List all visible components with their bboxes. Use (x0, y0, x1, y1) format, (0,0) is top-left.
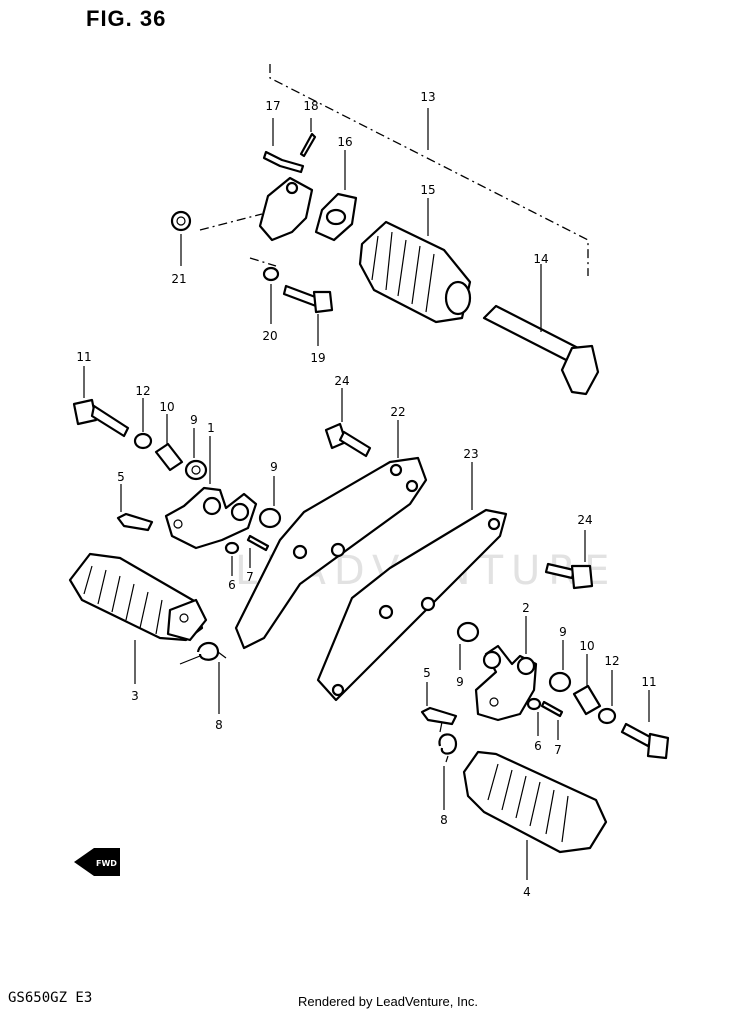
callout-1: 1 (207, 421, 215, 435)
part-21-nut (170, 210, 192, 266)
callout-20: 20 (262, 329, 277, 343)
callout-10-left: 10 (159, 400, 174, 414)
part-7-cotter-pin-right (540, 700, 564, 740)
callout-11-left: 11 (76, 350, 91, 364)
part-8-spring-right (438, 721, 458, 810)
part-17-pin (262, 118, 305, 174)
part-11-bolt-right (620, 690, 670, 760)
callout-7-right: 7 (554, 743, 562, 757)
part-9-spacer-right-lower (548, 640, 572, 693)
callout-5-right: 5 (423, 666, 431, 680)
callout-24-lower: 24 (577, 513, 592, 527)
part-15-rear-footpeg-rubber (358, 198, 472, 324)
part-24-bolt-upper (324, 388, 372, 458)
part-10-bushing-left (154, 414, 184, 472)
part-11-bolt-left (72, 366, 130, 438)
part-6-washer-right (526, 697, 542, 736)
callout-16: 16 (337, 135, 352, 149)
callout-19: 19 (310, 351, 325, 365)
figure-title: FIG. 36 (86, 6, 167, 31)
callout-7-left: 7 (246, 570, 254, 584)
part-9-spacer-right-upper (456, 621, 480, 670)
callout-4: 4 (523, 885, 531, 899)
part-24-bolt-lower (544, 530, 594, 590)
callout-9-right-upper: 9 (456, 675, 464, 689)
part-14-footrest-shaft (482, 264, 600, 396)
part-16-seal (314, 150, 358, 242)
forward-direction-marker: FWD (74, 848, 120, 876)
part-20-washer (249, 257, 280, 324)
forward-label: FWD (96, 859, 117, 868)
part-18-cotter-pin (299, 118, 317, 158)
render-credit: Rendered by LeadVenture, Inc. (298, 994, 478, 1009)
callout-18: 18 (303, 99, 318, 113)
callout-12-right: 12 (604, 654, 619, 668)
callout-8-left: 8 (215, 718, 223, 732)
callout-14: 14 (533, 252, 548, 266)
callout-24-upper: 24 (334, 374, 349, 388)
callout-9-left-lower: 9 (270, 460, 278, 474)
part-12-washer-left (133, 398, 153, 450)
part-9-spacer-left-upper (184, 428, 208, 481)
callout-10-right: 10 (579, 639, 594, 653)
assembly-13-bracket-line (269, 64, 589, 276)
callout-2: 2 (522, 601, 530, 615)
part-6-washer-left (224, 541, 240, 576)
callout-22: 22 (390, 405, 405, 419)
callout-9-right-lower: 9 (559, 625, 567, 639)
callout-9-left-upper: 9 (190, 413, 198, 427)
part-19-bolt (282, 284, 334, 346)
part-2-footrest-bracket-right (474, 616, 538, 722)
part-9-spacer-left-lower (258, 476, 282, 529)
callout-6-left: 6 (228, 578, 236, 592)
callout-21: 21 (171, 272, 186, 286)
part-10-bushing-right (572, 654, 602, 716)
rear-footrest-bracket (199, 176, 314, 242)
part-7-cotter-pin-left (246, 534, 270, 568)
callout-6-right: 6 (534, 739, 542, 753)
part-8-spring-left (179, 641, 227, 714)
callout-8-right: 8 (440, 813, 448, 827)
part-12-washer-right (597, 670, 617, 725)
model-code: GS650GZ E3 (8, 990, 93, 1006)
callout-3: 3 (131, 689, 139, 703)
part-4-footpeg-right (462, 750, 608, 880)
callout-12-left: 12 (135, 384, 150, 398)
part-23-footrest-plate-lower (316, 462, 508, 702)
part-3-footpeg-left (68, 552, 208, 684)
callout-17: 17 (265, 99, 280, 113)
callout-13: 13 (420, 90, 435, 104)
part-5-pivot-pin-right (420, 682, 458, 726)
part-5-pivot-pin-left (116, 484, 154, 532)
callout-5-left: 5 (117, 470, 125, 484)
part-22-footrest-plate-upper (234, 420, 428, 650)
callout-11-right: 11 (641, 675, 656, 689)
callout-23: 23 (463, 447, 478, 461)
part-1-footrest-bracket-left (164, 436, 258, 550)
callout-15: 15 (420, 183, 435, 197)
